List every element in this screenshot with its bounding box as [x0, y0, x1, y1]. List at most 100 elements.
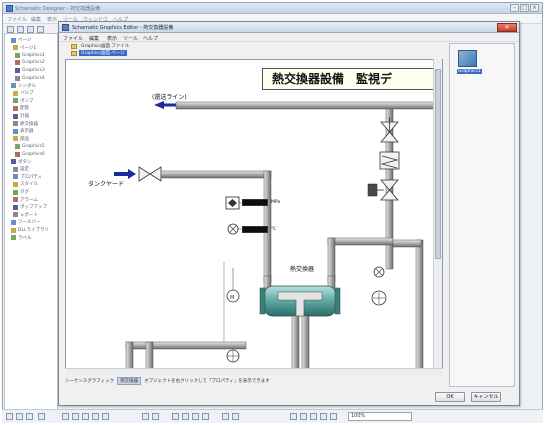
- undo-icon[interactable]: [222, 413, 229, 420]
- outer-menu-help[interactable]: ヘルプ: [113, 17, 129, 23]
- piping-diagram: M: [114, 101, 442, 368]
- outer-menu-edit[interactable]: 編集: [31, 17, 42, 23]
- inlet-pipe: [160, 170, 272, 179]
- print-icon[interactable]: [37, 26, 44, 33]
- graphics-thumbnail-icon[interactable]: [458, 50, 477, 67]
- rect-tool-icon[interactable]: [16, 413, 23, 420]
- tree-node-icon: [13, 128, 18, 134]
- schematic-canvas[interactable]: M 熱交換器設備 監視: [65, 59, 443, 369]
- subtab-page[interactable]: Graphics画面.ページ: [71, 50, 127, 56]
- align-bottom-icon[interactable]: [102, 413, 109, 420]
- align-center-icon[interactable]: [72, 413, 79, 420]
- ungroup-icon[interactable]: [152, 413, 159, 420]
- tree-item[interactable]: ポンプ: [13, 98, 33, 104]
- outer-menu-file[interactable]: ファイル: [7, 17, 28, 23]
- tree-item-label: ラベル: [18, 235, 32, 241]
- tree-item[interactable]: ラベル: [11, 235, 32, 241]
- heat-exchanger-label: 熱交換器: [290, 266, 315, 273]
- tree-item[interactable]: Graphics2: [15, 60, 45, 66]
- zoom-area-icon[interactable]: [320, 413, 327, 420]
- filter-icon[interactable]: [192, 413, 199, 420]
- canvas-vertical-scrollbar[interactable]: [433, 59, 442, 369]
- align-top-icon[interactable]: [92, 413, 99, 420]
- pressure-readout: [242, 199, 268, 206]
- inlet-valve-icon: [138, 166, 162, 182]
- tree-item-label: Graphics2: [22, 60, 45, 66]
- subtab-file[interactable]: Graphics画面.ファイル: [71, 43, 131, 49]
- tree-item[interactable]: アラーム: [13, 197, 38, 203]
- graphics-thumbnail-label[interactable]: Graphics1: [457, 69, 482, 74]
- cancel-button[interactable]: キャンセル: [471, 392, 501, 402]
- zoom-in-icon[interactable]: [290, 413, 297, 420]
- dialog-menu-tools[interactable]: ツール: [123, 36, 139, 42]
- tree-item[interactable]: 熱交換器: [13, 121, 38, 127]
- tree-item[interactable]: 表示器: [13, 128, 34, 134]
- page-icon[interactable]: [330, 413, 337, 420]
- tree-item[interactable]: ページ1: [13, 45, 36, 51]
- outer-menu-view[interactable]: 表示: [47, 17, 58, 23]
- tree-item[interactable]: レポート: [13, 212, 38, 218]
- tree-item[interactable]: ボタン: [11, 159, 32, 165]
- tree-item[interactable]: ポップアップ: [13, 204, 47, 210]
- align-right-icon[interactable]: [82, 413, 89, 420]
- outer-menu-window[interactable]: ウィンドウ: [83, 17, 109, 23]
- tree-item[interactable]: Graphics1: [15, 52, 45, 58]
- tree-item[interactable]: ツールバー: [11, 219, 41, 225]
- tree-item[interactable]: タグ: [13, 189, 29, 195]
- tree-item[interactable]: バルブ: [13, 90, 34, 96]
- tree-item[interactable]: プロパティ: [13, 174, 42, 180]
- zoom-fit-icon[interactable]: [310, 413, 317, 420]
- dialog-menu-bar: ファイル 編集 表示 ツール ヘルプ: [59, 33, 519, 42]
- ok-button[interactable]: OK: [435, 392, 465, 402]
- zoom-select[interactable]: 100%: [348, 412, 412, 421]
- tree-item[interactable]: 計器: [13, 113, 29, 119]
- pointer-icon[interactable]: [6, 413, 13, 420]
- group-icon[interactable]: [142, 413, 149, 420]
- dialog-app-icon: [62, 24, 69, 31]
- tree-item-label: プロパティ: [20, 174, 43, 180]
- tree-item[interactable]: DLLライブラリ: [11, 227, 49, 233]
- app-icon: [6, 5, 13, 12]
- line-tool-icon[interactable]: [172, 413, 179, 420]
- tree-item[interactable]: 部品: [13, 136, 29, 142]
- dialog-menu-help[interactable]: ヘルプ: [143, 36, 159, 42]
- tree-item[interactable]: Graphics3: [15, 67, 45, 73]
- pointer2-icon[interactable]: [202, 413, 209, 420]
- bottom-left-pipe-1: [125, 341, 247, 350]
- grid-icon[interactable]: [26, 413, 33, 420]
- save-icon[interactable]: [27, 26, 34, 33]
- dialog-close-button[interactable]: ✕: [497, 23, 517, 32]
- zoom-out-icon[interactable]: [300, 413, 307, 420]
- tree-item[interactable]: ページ: [11, 37, 31, 43]
- dialog-menu-view[interactable]: 表示: [107, 36, 118, 42]
- redo-icon[interactable]: [232, 413, 239, 420]
- new-icon[interactable]: [7, 26, 14, 33]
- vertical-scroll-thumb[interactable]: [435, 69, 441, 259]
- tree-item-label: ボタン: [18, 159, 32, 165]
- dialog-menu-edit[interactable]: 編集: [89, 36, 100, 42]
- dialog-menu-file[interactable]: ファイル: [63, 36, 84, 42]
- open-icon[interactable]: [17, 26, 24, 33]
- maximize-icon[interactable]: □: [520, 4, 529, 12]
- canvas-horizontal-scrollbar[interactable]: [65, 368, 443, 376]
- tree-item-label: ページ: [18, 38, 32, 43]
- minimize-icon[interactable]: –: [510, 4, 519, 12]
- align-left-icon[interactable]: [62, 413, 69, 420]
- tree-item[interactable]: スタイル: [13, 181, 38, 187]
- tree-item[interactable]: 配管: [13, 105, 29, 111]
- tree-item-label: 配管: [20, 106, 29, 112]
- tree-item[interactable]: Graphics4: [15, 75, 45, 81]
- tree-item-label: タグ: [20, 190, 29, 195]
- status-selected-chip[interactable]: 熱交換器: [117, 377, 142, 385]
- tree-item[interactable]: シンボル: [11, 83, 36, 89]
- tree-item-label: ポンプ: [20, 98, 34, 104]
- arrow-tool-icon[interactable]: [182, 413, 189, 420]
- tree-node-icon: [13, 121, 18, 127]
- tree-item-label: 設定: [20, 167, 29, 173]
- pen-icon[interactable]: [38, 413, 45, 420]
- tree-item[interactable]: Graphics6: [15, 151, 45, 157]
- outer-menu-tools[interactable]: ツール: [63, 17, 79, 23]
- tree-item[interactable]: Graphics5: [15, 143, 45, 149]
- close-icon[interactable]: ×: [530, 4, 539, 12]
- tree-item[interactable]: 設定: [13, 166, 29, 172]
